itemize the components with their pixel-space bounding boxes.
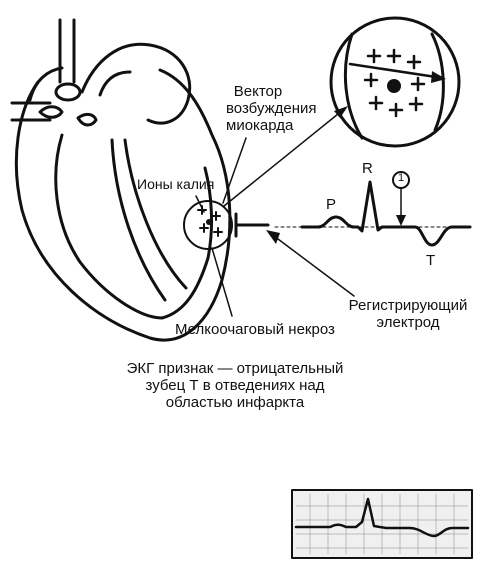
pointer-electrode-label [273, 235, 355, 297]
heart-outer-wall [14, 68, 232, 342]
electrode-dot [387, 79, 401, 93]
heart-inner-wall [54, 133, 214, 320]
wave-t-label: T [426, 252, 436, 269]
pointer-arrowheads [266, 106, 406, 244]
vessel-ring [54, 82, 82, 102]
ion-dot [206, 219, 212, 225]
wave-marker-label: 1 [397, 172, 405, 184]
vector-label-text: Вектор возбуждения миокарда [226, 83, 317, 134]
wave-marker-circle [392, 171, 410, 189]
magnify-arc-left [343, 32, 364, 140]
necrosis-label: Мелкоочаговый некроз [175, 321, 335, 338]
vector-label: Вектор возбуждения миокарда [226, 83, 317, 134]
ecg-trace [300, 180, 472, 247]
valve-mark-b [76, 112, 98, 127]
pointer-potassium-label [195, 195, 205, 213]
pointer-zone-to-magnify [223, 113, 339, 207]
pointer-lines [195, 113, 402, 317]
valve-mark-a [38, 105, 64, 119]
heart-outline [10, 18, 232, 342]
heart-upper-chamber [28, 66, 132, 102]
potassium-ions [197, 205, 223, 237]
wave-r-label: R [362, 160, 373, 177]
infarct-zone [183, 200, 233, 250]
electrode-symbol [234, 212, 270, 238]
pointer-necrosis-label [211, 247, 233, 317]
wave-p-label: P [326, 196, 337, 213]
septum-left-line [110, 138, 167, 302]
ecg-strip-trace [294, 497, 470, 538]
magnify-arc-right [430, 32, 445, 132]
excitation-vector-arrow [348, 62, 438, 79]
aorta-arch [80, 42, 192, 125]
electrode-label-text: Регистрирующий электрод [348, 297, 468, 331]
vector-arrowhead [431, 71, 446, 83]
great-vessel-left [10, 101, 52, 122]
great-vessel-upper [58, 18, 76, 84]
pointer-vector-label [222, 137, 247, 204]
ecg-strip [291, 489, 473, 559]
ecg-strip-grid [295, 493, 469, 555]
potassium-ions-label: Ионы калия [137, 176, 215, 192]
septum-right-line [123, 138, 188, 290]
magnified-plus-signs [363, 48, 426, 118]
ecg-sign-caption-text: ЭКГ признак — отрицательный зубец Т в от… [126, 360, 344, 411]
ecg-sign-caption: ЭКГ признак — отрицательный зубец Т в от… [122, 360, 348, 411]
magnified-view [329, 16, 461, 148]
electrode-label: Регистрирующий электрод [344, 297, 472, 331]
magnify-circle [329, 16, 461, 148]
